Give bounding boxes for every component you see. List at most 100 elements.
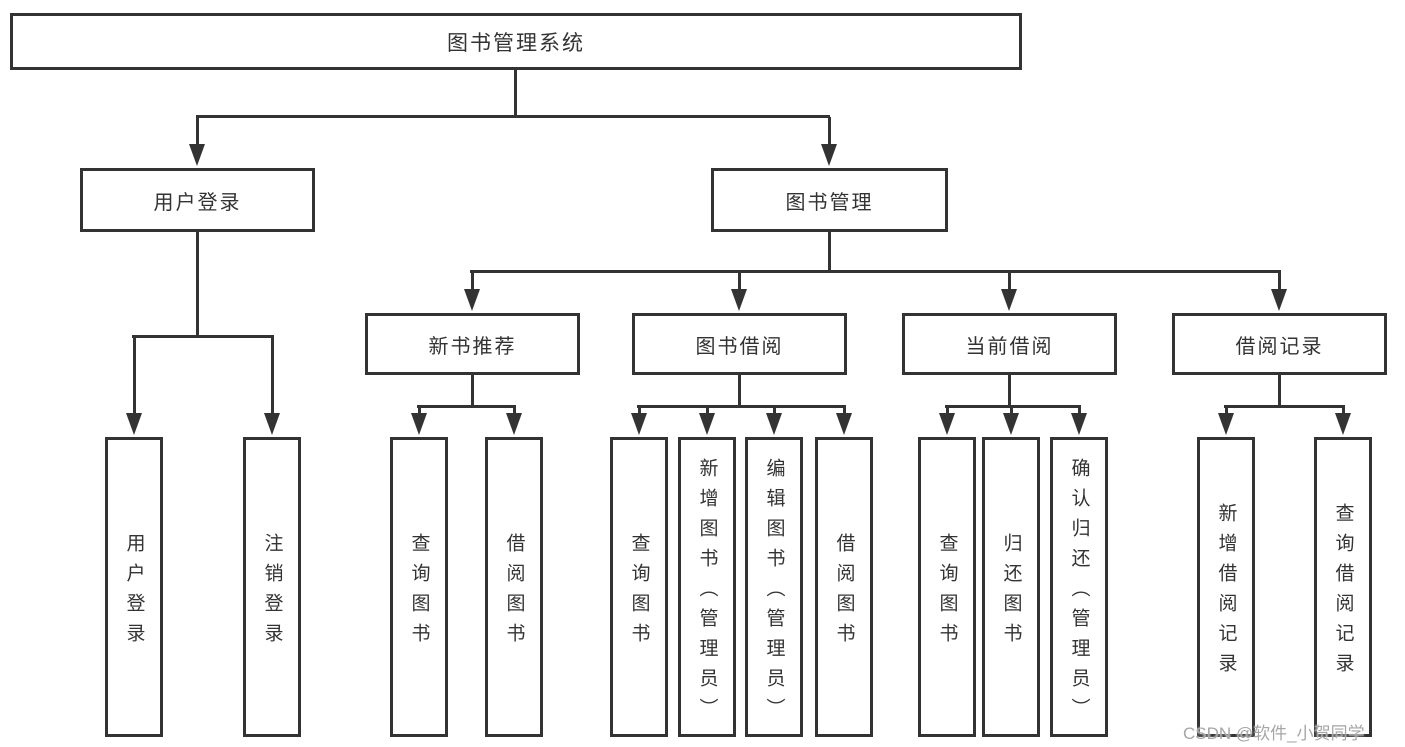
node-leaf-user-login: 用户登录: [105, 437, 163, 737]
connector-arrow: [1071, 406, 1087, 435]
arrow-shaft: [1007, 272, 1011, 293]
node-label: 注销登录: [261, 532, 283, 653]
arrow-shaft: [705, 406, 709, 417]
arrow-shaft: [1341, 406, 1345, 417]
arrow-shaft: [772, 406, 776, 417]
arrow-head-down-icon: [631, 413, 647, 435]
arrow-head-down-icon: [411, 413, 427, 435]
node-label: 图书管理系统: [447, 31, 585, 55]
node-label: 查询图书: [628, 532, 650, 653]
arrow-head-down-icon: [506, 413, 522, 435]
node-leaf-edit-book: 编辑图书（管理员）: [745, 437, 803, 737]
connector-line: [470, 270, 1281, 273]
connector-arrow: [766, 406, 782, 435]
node-leaf-confirm-return: 确认归还（管理员）: [1050, 437, 1108, 737]
connector-arrow: [939, 406, 955, 435]
node-label: 查询借阅记录: [1332, 502, 1354, 683]
node-root: 图书管理系统: [10, 13, 1022, 70]
arrow-head-down-icon: [731, 289, 747, 311]
arrow-head-down-icon: [1271, 289, 1287, 311]
node-leaf-add-book: 新增图书（管理员）: [678, 437, 736, 737]
node-leaf-borrow-book: 借阅图书: [815, 437, 873, 737]
arrow-shaft: [195, 117, 199, 148]
connector-arrow: [1335, 406, 1351, 435]
arrow-shaft: [945, 406, 949, 417]
connector-arrow: [189, 117, 205, 166]
connector-arrow: [1218, 406, 1234, 435]
node-current-borrow: 当前借阅: [902, 313, 1117, 375]
node-new-book-rec: 新书推荐: [365, 313, 580, 375]
arrow-shaft: [470, 272, 474, 293]
arrow-head-down-icon: [1335, 413, 1351, 435]
connector-arrow: [836, 406, 852, 435]
connector-line: [1008, 375, 1011, 408]
arrow-head-down-icon: [464, 289, 480, 311]
node-leaf-borrow-book-rec: 借阅图书: [485, 437, 543, 737]
arrow-shaft: [737, 272, 741, 293]
node-leaf-query-book-rec: 查询图书: [390, 437, 448, 737]
node-label: 当前借阅: [965, 335, 1054, 358]
connector-arrow: [821, 117, 837, 166]
connector-line: [738, 375, 741, 408]
node-label: 借阅图书: [833, 532, 855, 653]
arrow-shaft: [1009, 406, 1013, 417]
connector-line: [828, 232, 831, 273]
connector-arrow: [631, 406, 647, 435]
node-label: 归还图书: [1000, 532, 1022, 653]
node-book-mgmt: 图书管理: [711, 168, 948, 232]
arrow-shaft: [512, 406, 516, 417]
node-label: 借阅记录: [1235, 335, 1324, 358]
connector-line: [637, 405, 846, 408]
connector-arrow: [506, 406, 522, 435]
node-label: 用户登录: [123, 532, 145, 653]
connector-arrow: [411, 406, 427, 435]
connector-line: [196, 115, 830, 118]
arrow-head-down-icon: [189, 144, 205, 166]
connector-arrow: [1001, 272, 1017, 311]
connector-line: [514, 70, 517, 118]
node-label: 新增图书（管理员）: [696, 457, 718, 728]
arrow-shaft: [417, 406, 421, 417]
node-label: 新增借阅记录: [1215, 502, 1237, 683]
arrow-head-down-icon: [264, 413, 280, 435]
arrow-shaft: [842, 406, 846, 417]
node-leaf-query-book-borrow: 查询图书: [610, 437, 668, 737]
arrow-shaft: [827, 117, 831, 148]
arrow-head-down-icon: [1001, 289, 1017, 311]
arrow-head-down-icon: [126, 413, 142, 435]
node-leaf-query-book-current: 查询图书: [918, 437, 976, 737]
node-label: 查询图书: [936, 532, 958, 653]
node-label: 编辑图书（管理员）: [763, 457, 785, 728]
node-label: 图书借阅: [695, 335, 784, 358]
arrow-head-down-icon: [1003, 413, 1019, 435]
connector-arrow: [264, 337, 280, 435]
connector-arrow: [464, 272, 480, 311]
node-label: 确认归还（管理员）: [1068, 457, 1090, 728]
connector-line: [417, 405, 516, 408]
connector-arrow: [1003, 406, 1019, 435]
node-user-login: 用户登录: [80, 168, 315, 232]
arrow-head-down-icon: [699, 413, 715, 435]
arrow-head-down-icon: [939, 413, 955, 435]
connector-line: [1224, 405, 1345, 408]
connector-arrow: [731, 272, 747, 311]
arrow-head-down-icon: [766, 413, 782, 435]
arrow-head-down-icon: [821, 144, 837, 166]
arrow-head-down-icon: [1218, 413, 1234, 435]
arrow-shaft: [637, 406, 641, 417]
node-leaf-return-book: 归还图书: [982, 437, 1040, 737]
arrow-head-down-icon: [836, 413, 852, 435]
node-label: 图书管理: [785, 191, 874, 214]
node-leaf-logout: 注销登录: [243, 437, 301, 737]
node-label: 借阅图书: [503, 532, 525, 653]
watermark: CSDN @软件_小贺同学: [1183, 724, 1365, 743]
connector-line: [196, 232, 199, 338]
connector-arrow: [699, 406, 715, 435]
arrow-head-down-icon: [1071, 413, 1087, 435]
node-label: 查询图书: [408, 532, 430, 653]
arrow-shaft: [270, 337, 274, 417]
node-label: 用户登录: [153, 191, 242, 214]
connector-arrow: [1271, 272, 1287, 311]
connector-arrow: [126, 337, 142, 435]
